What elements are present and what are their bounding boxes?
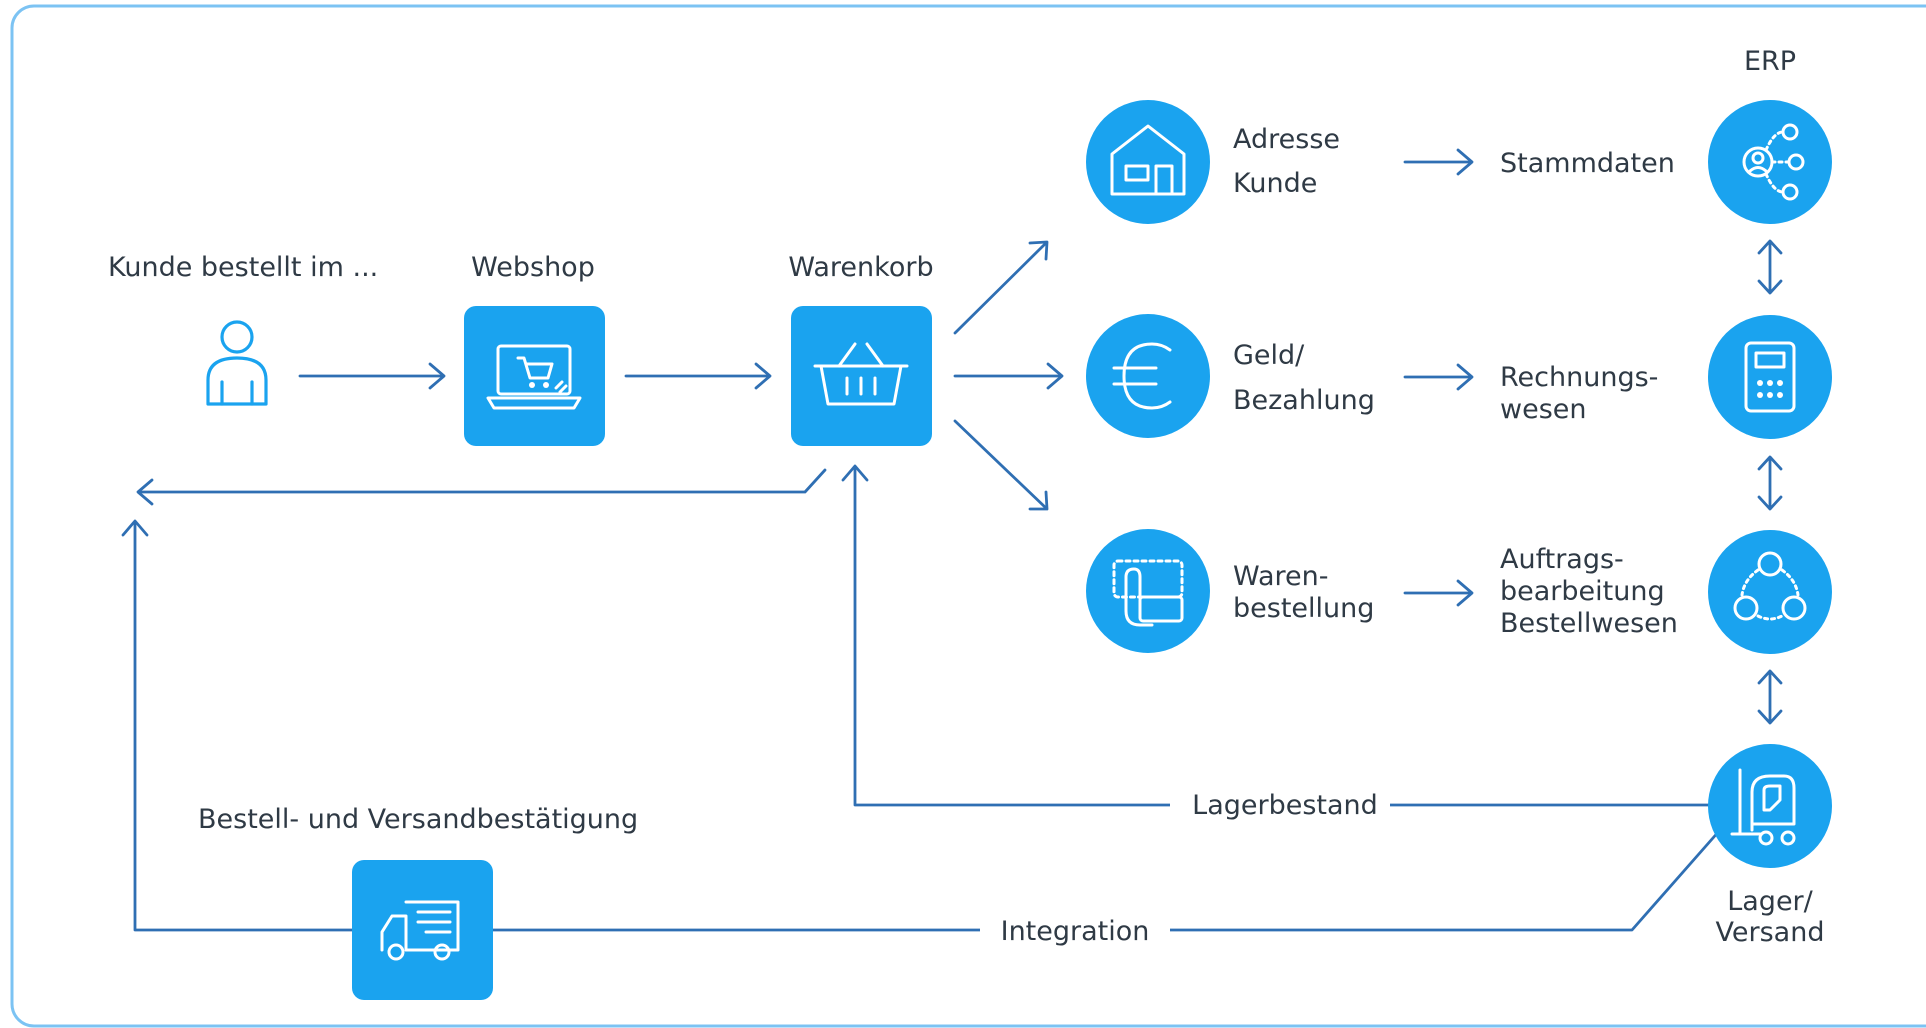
label-money-1: Geld/ <box>1233 340 1305 371</box>
arrowhead-money <box>1046 362 1064 390</box>
webshop-tile <box>464 306 605 446</box>
workflow-circles-icon <box>1733 551 1807 621</box>
arrowhead-cart <box>754 362 772 390</box>
accounting-circle <box>1708 315 1832 439</box>
arrowhead-orders <box>1456 579 1474 607</box>
label-orders-3: Bestellwesen <box>1500 608 1678 639</box>
calculator-icon <box>1744 341 1796 413</box>
label-orders-2: bearbeitung <box>1500 576 1665 607</box>
label-cart: Warenkorb <box>788 252 933 283</box>
line-confirmation-up <box>133 520 362 932</box>
label-accounting-1: Rechnungs- <box>1500 362 1658 393</box>
label-orders-1: Auftrags- <box>1500 544 1624 575</box>
warehouse-circle <box>1708 744 1832 868</box>
double-arrow-3 <box>1757 669 1783 725</box>
touch-order-icon <box>1112 559 1184 627</box>
cart-tile <box>791 306 932 446</box>
arrowhead-masterdata <box>1456 148 1474 176</box>
label-stock: Lagerbestand <box>1192 790 1378 821</box>
label-erp: ERP <box>1744 46 1796 77</box>
label-integration: Integration <box>1001 916 1150 947</box>
label-goods-2: bestellung <box>1233 593 1374 624</box>
orders-circle <box>1708 530 1832 654</box>
arrowhead-address <box>1028 240 1049 261</box>
integration-label-bg <box>980 907 1170 953</box>
arrow-cart-address <box>953 241 1048 335</box>
euro-icon <box>1112 342 1172 410</box>
network-person-icon <box>1742 123 1805 201</box>
label-customer: Kunde bestellt im ... <box>108 252 378 283</box>
label-address-2: Kunde <box>1233 168 1317 199</box>
double-arrow-2 <box>1757 455 1783 511</box>
label-address-1: Adresse <box>1233 124 1340 155</box>
label-warehouse-2: Versand <box>1716 917 1825 948</box>
label-money-2: Bezahlung <box>1233 385 1375 416</box>
arrowhead-customer-return <box>136 478 154 506</box>
money-circle <box>1086 314 1210 438</box>
stock-label-bg <box>1170 782 1390 828</box>
masterdata-circle <box>1708 100 1832 224</box>
delivery-truck-icon <box>380 900 460 961</box>
label-goods-1: Waren- <box>1233 561 1329 592</box>
basket-icon <box>813 342 909 406</box>
person-icon <box>206 320 268 406</box>
arrowhead-stock <box>841 464 869 482</box>
arrowhead-confirmation <box>121 519 149 537</box>
line-stock <box>853 465 1714 807</box>
diagram-frame <box>10 4 1926 1028</box>
label-confirmation: Bestell- und Versandbestätigung <box>198 804 638 835</box>
arrow-cart-to-customer <box>138 468 827 494</box>
shipping-tile <box>352 860 493 1000</box>
goods-circle <box>1086 529 1210 653</box>
label-accounting-2: wesen <box>1500 394 1586 425</box>
arrowhead-goods <box>1028 490 1049 511</box>
arrowhead-webshop <box>428 362 446 390</box>
arrowhead-accounting <box>1456 363 1474 391</box>
address-circle <box>1086 100 1210 224</box>
laptop-cart-icon <box>486 344 582 410</box>
label-webshop: Webshop <box>471 252 595 283</box>
label-master-data: Stammdaten <box>1500 148 1675 179</box>
double-arrow-1 <box>1757 239 1783 295</box>
line-integration <box>488 828 1722 932</box>
house-icon <box>1110 124 1186 196</box>
arrow-cart-goods <box>953 419 1048 510</box>
label-warehouse-1: Lager/ <box>1727 886 1813 917</box>
forklift-icon <box>1730 768 1796 846</box>
